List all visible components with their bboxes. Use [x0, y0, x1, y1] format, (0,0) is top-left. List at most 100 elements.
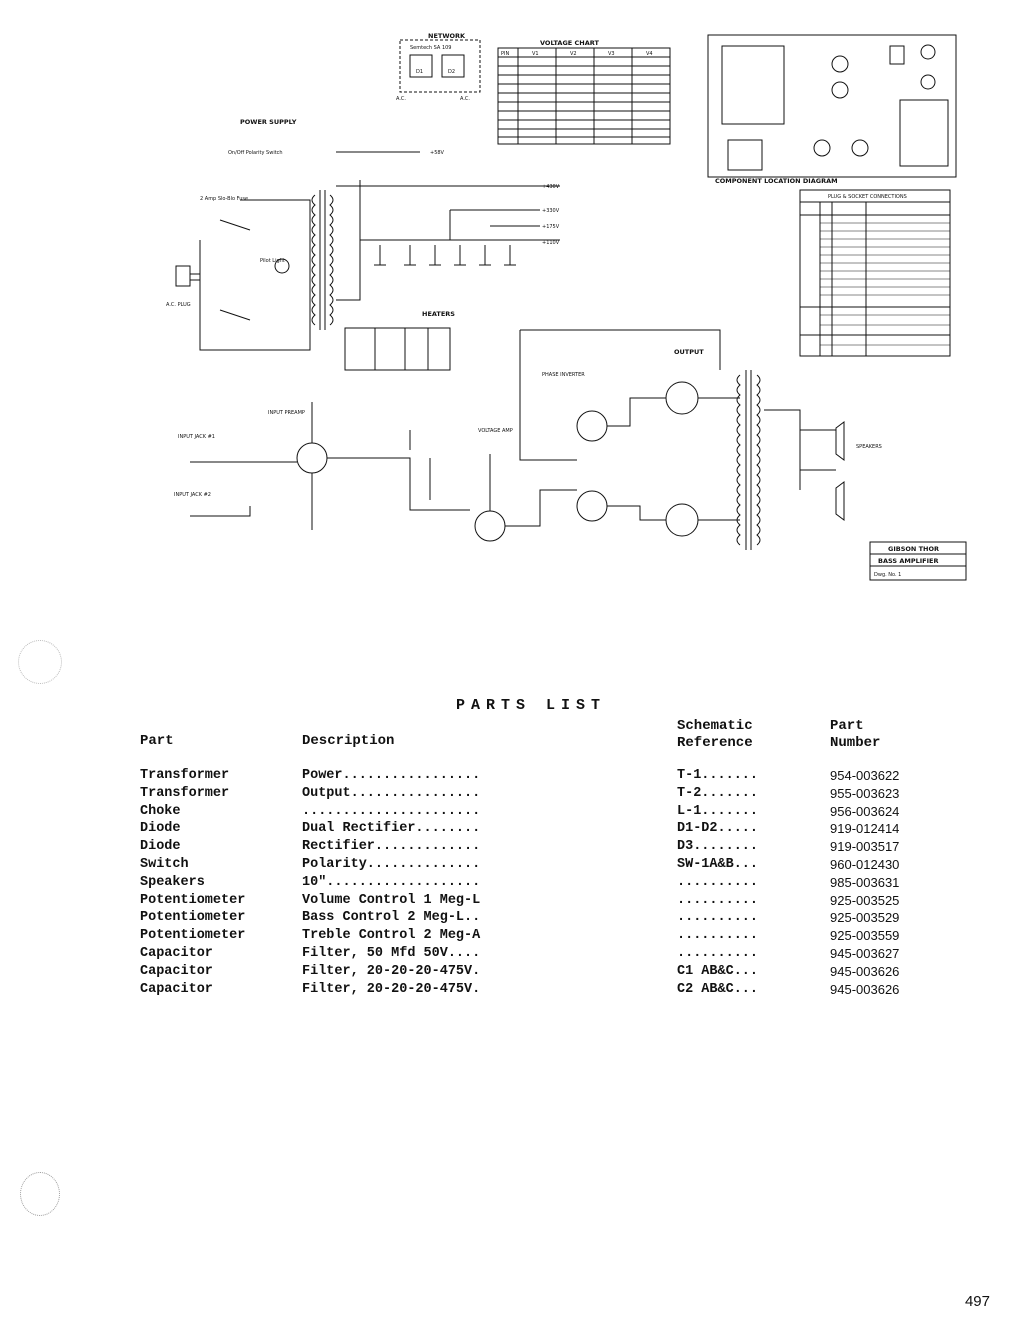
fuse-label: 2 Amp Slo-Blo Fuse	[200, 196, 248, 202]
header-description: Description	[302, 733, 395, 749]
psc-title: PLUG & SOCKET CONNECTIONS	[828, 194, 907, 200]
reference-cell: ..........	[677, 910, 759, 926]
description-cell: Output................	[302, 785, 481, 801]
header-part-number-2: Number	[830, 735, 881, 751]
phase-inverter-label: PHASE INVERTER	[542, 372, 585, 378]
part-cell: Potentiometer	[140, 928, 246, 944]
input-preamp-label: INPUT PREAMP	[268, 410, 305, 416]
output-label: OUTPUT	[674, 348, 704, 356]
table-row: Transformer Power................. T-1....…	[140, 768, 940, 786]
reference-cell: SW-1A&B...	[677, 856, 759, 872]
network-d1: D1	[416, 69, 423, 75]
voltage-58v: +58V	[430, 150, 445, 156]
header-schematic-ref-2: Reference	[677, 735, 753, 751]
header-part-number-1: Part	[830, 718, 864, 734]
part-number-cell: 925-003559	[830, 928, 900, 944]
voltage-chart-title: VOLTAGE CHART	[540, 39, 599, 47]
part-cell: Capacitor	[140, 945, 213, 961]
part-cell: Choke	[140, 803, 181, 819]
vc-header-v4: V4	[646, 51, 653, 57]
component-location-diagram: COMPONENT LOCATION DIAGRAM	[707, 34, 957, 185]
reference-cell: T-1.......	[677, 768, 759, 783]
reference-cell: C2 AB&C...	[677, 981, 759, 997]
description-cell: Polarity..............	[302, 856, 481, 872]
reference-cell: L-1.......	[677, 803, 759, 819]
part-cell: Diode	[140, 821, 181, 837]
part-number-cell: 945-003626	[830, 963, 900, 979]
part-number-cell: 955-003623	[830, 785, 900, 801]
table-row: Choke......................L-1.......956…	[140, 804, 940, 822]
description-cell: Treble Control 2 Meg-A	[302, 928, 481, 944]
voltage-amp-label: VOLTAGE AMP	[478, 428, 513, 434]
description-cell: Filter, 20-20-20-475V.	[302, 963, 481, 979]
voltage-175v: +175V	[542, 224, 560, 230]
part-number-cell: 919-012414	[830, 821, 900, 837]
table-row: Potentiometer Bass Control 2 Meg-L.......…	[140, 910, 940, 928]
part-cell: Switch	[140, 856, 189, 872]
scan-speck	[20, 1172, 60, 1216]
vc-header-pin: PIN	[501, 51, 509, 57]
header-part-number: Part Number	[830, 718, 880, 752]
amplifier-section: INPUT JACK #1 INPUT JACK #2 INPUT PREAMP…	[174, 329, 882, 550]
input-jack-1-label: INPUT JACK #1	[178, 434, 215, 440]
reference-cell: ..........	[677, 928, 759, 944]
description-cell: Rectifier.............	[302, 839, 481, 855]
part-cell: Transformer	[140, 768, 230, 783]
part-number-cell: 919-003517	[830, 839, 900, 855]
part-number-cell: 925-003525	[830, 892, 900, 908]
description-cell: 10"...................	[302, 874, 481, 890]
description-cell: Bass Control 2 Meg-L..	[302, 910, 481, 926]
network-sub: Semtech SA 109	[410, 45, 451, 51]
header-schematic-ref: Schematic Reference	[677, 718, 753, 752]
table-row: Capacitor Filter, 20-20-20-475V. C1 AB&C..…	[140, 964, 940, 982]
parts-list-rows: Transformer Power................. T-1....…	[140, 768, 940, 999]
reference-cell: C1 AB&C...	[677, 963, 759, 979]
power-supply-label: POWER SUPPLY	[240, 118, 297, 126]
page-number: 497	[964, 1293, 990, 1310]
description-cell: Dual Rectifier........	[302, 821, 481, 837]
heaters-label: HEATERS	[422, 310, 455, 318]
part-number-cell: 985-003631	[830, 874, 900, 890]
vc-header-v1: V1	[532, 51, 539, 57]
description-cell: Filter, 50 Mfd 50V....	[302, 945, 481, 961]
part-cell: Diode	[140, 839, 181, 855]
part-number-cell: 925-003529	[830, 910, 900, 926]
network-title: NETWORK	[428, 32, 466, 40]
title-block: GIBSON THOR BASS AMPLIFIER Dwg. No. 1	[869, 541, 967, 581]
voltage-430v: +430V	[542, 184, 560, 190]
pilot-light-label: Pilot Light	[260, 258, 285, 264]
table-row: Diode Dual Rectifier........ D1-D2..... 919…	[140, 821, 940, 839]
description-cell: Filter, 20-20-20-475V.	[302, 981, 481, 997]
polarity-switch-label: On/Off Polarity Switch	[228, 150, 283, 156]
network-block: NETWORK Semtech SA 109 D1 D2 A.C. A.C.	[396, 32, 481, 102]
description-cell: Volume Control 1 Meg-L	[302, 892, 481, 908]
input-jack-2-label: INPUT JACK #2	[174, 492, 211, 498]
parts-list-title: PARTS LIST	[456, 697, 607, 714]
title-block-line-1: GIBSON THOR	[888, 545, 939, 553]
reference-cell: T-2.......	[677, 785, 759, 801]
network-d2: D2	[448, 69, 455, 75]
reference-cell: ..........	[677, 945, 759, 961]
speakers-label: SPEAKERS	[856, 444, 882, 450]
network-ac-left: A.C.	[396, 96, 406, 102]
header-part: Part	[140, 733, 174, 749]
reference-cell: D1-D2.....	[677, 821, 759, 837]
header-schematic-ref-1: Schematic	[677, 718, 753, 734]
part-cell: Speakers	[140, 874, 205, 890]
part-number-cell: 954-003622	[830, 768, 900, 783]
scan-speck	[18, 640, 62, 684]
power-supply-section: POWER SUPPLY On/Off Polarity Switch 2 Am…	[166, 118, 560, 371]
ac-plug-label: A.C. PLUG	[166, 302, 191, 308]
part-cell: Potentiometer	[140, 910, 246, 926]
description-cell: Power.................	[302, 768, 481, 783]
plug-socket-table: PLUG & SOCKET CONNECTIONS	[799, 189, 951, 357]
part-number-cell: 945-003626	[830, 981, 900, 997]
reference-cell: ..........	[677, 874, 759, 890]
part-cell: Potentiometer	[140, 892, 246, 908]
component-location-label: COMPONENT LOCATION DIAGRAM	[715, 177, 838, 185]
part-cell: Capacitor	[140, 963, 213, 979]
